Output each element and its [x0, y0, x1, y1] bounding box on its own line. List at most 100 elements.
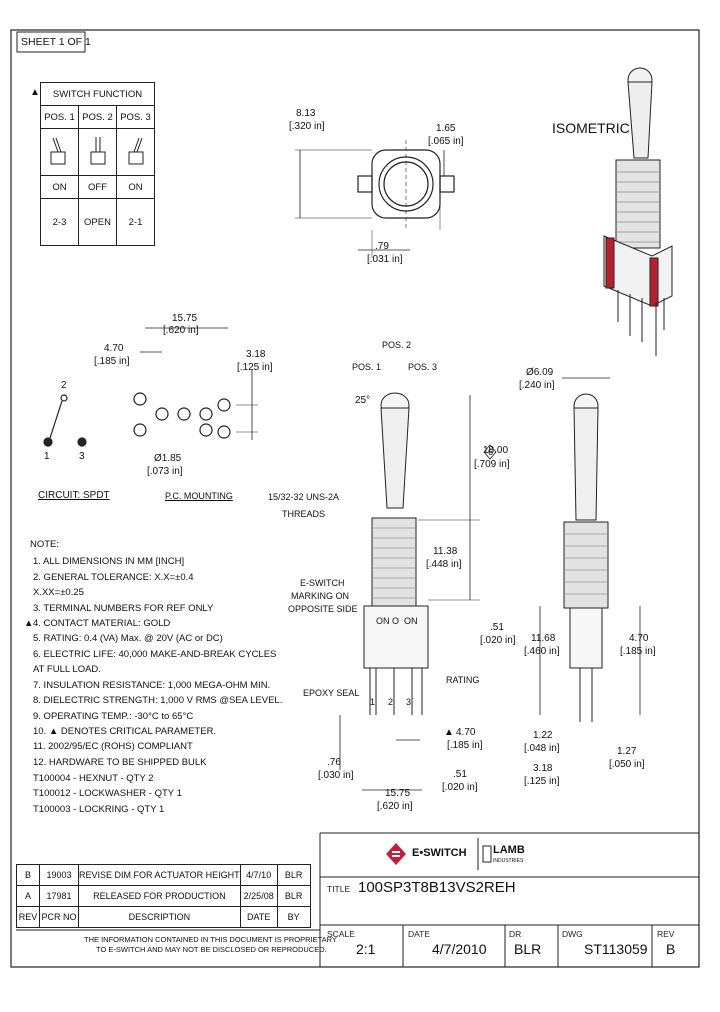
side-dim-122-in: [.048 in]	[524, 743, 560, 754]
switch-conn-3: 2-1	[116, 198, 155, 246]
dwg-value: ST113059	[584, 941, 648, 957]
pc-dim-row: 3.18	[246, 349, 266, 360]
note-3: X.XX=±0.25	[33, 587, 84, 598]
title-block-lines	[16, 832, 699, 967]
front-threads-1: 15/32-32 UNS-2A	[268, 492, 340, 502]
brand2-sub: INDUSTRIES	[493, 858, 524, 864]
dim-tab-in: [.065 in]	[428, 136, 464, 147]
front-pos1: POS. 1	[352, 362, 382, 372]
circuit-pin-2: 2	[61, 380, 67, 391]
circuit-diagram	[43, 394, 87, 447]
side-dim-dia-in: [.240 in]	[519, 380, 555, 391]
title-value: 100SP3T8B13VS2REH	[358, 879, 516, 896]
switch-pos-1: POS. 1	[40, 105, 79, 129]
brand2-name: LAMB	[493, 844, 525, 856]
front-pin-3: 3	[406, 697, 412, 707]
note-1: 1. ALL DIMENSIONS IN MM [INCH]	[33, 556, 185, 567]
front-eswitch-2: MARKING ON	[291, 591, 350, 601]
front-eswitch-1: E-SWITCH	[300, 578, 345, 588]
desc-cell: RELEASED FOR PRODUCTION	[78, 885, 241, 907]
pc-dim-pitch: 4.70	[104, 343, 124, 354]
front-pos2: POS. 2	[382, 340, 412, 350]
revision-row: A 17981 RELEASED FOR PRODUCTION 2/25/08 …	[16, 885, 311, 907]
note-12: 10. ▲ DENOTES CRITICAL PARAMETER.	[33, 726, 217, 737]
front-dim-pin: .51	[490, 622, 504, 633]
pc-mounting-label: P.C. MOUNTING	[165, 491, 233, 501]
side-dim-318: 3.18	[533, 763, 553, 774]
switch-state-3: ON	[116, 175, 155, 199]
title-label: TITLE	[327, 884, 351, 894]
side-dim-470-in: [.185 in]	[620, 646, 656, 657]
proprietary-line-1: THE INFORMATION CONTAINED IN THIS DOCUME…	[84, 935, 337, 944]
dim-gap: .79	[375, 241, 389, 252]
front-critical-icon: ▲	[444, 727, 454, 738]
front-dim-bushing: 11.38	[433, 546, 458, 557]
pcr-header: PCR NO	[39, 906, 79, 928]
side-dim-127: 1.27	[617, 746, 637, 757]
by-cell: BLR	[276, 885, 311, 907]
front-epoxy: EPOXY SEAL	[303, 688, 360, 698]
dim-gap-in: [.031 in]	[367, 254, 403, 265]
front-dim-470: 4.70	[456, 727, 476, 738]
rev-cell: B	[16, 864, 40, 886]
switch-pos-3: POS. 3	[116, 105, 155, 129]
front-dim-076: .76	[327, 757, 341, 768]
note-0: NOTE:	[30, 539, 60, 550]
switch-function-table: SWITCH FUNCTION POS. 1 POS. 2 POS. 3 ON …	[40, 82, 155, 246]
side-dim-1168: 11.68	[531, 633, 556, 644]
switch-conn-2: OPEN	[78, 198, 117, 246]
dim-width: 8.13	[296, 108, 316, 119]
rev-cell: A	[16, 885, 40, 907]
switch-state-2: OFF	[78, 175, 117, 199]
front-pin-1: 1	[370, 697, 376, 707]
note-5: 4. CONTACT MATERIAL: GOLD	[33, 618, 171, 629]
front-threads-2: THREADS	[282, 509, 326, 519]
front-angle: 25°	[355, 395, 371, 406]
revision-table: B 19003 REVISE DIM FOR ACTUATOR HEIGHT 4…	[16, 864, 311, 928]
pc-dim-hole-in: [.073 in]	[147, 466, 183, 477]
note-2: 2. GENERAL TOLERANCE: X.X=±0.4	[33, 572, 194, 583]
side-dim-122: 1.22	[533, 730, 553, 741]
side-dim-318-in: [.125 in]	[524, 776, 560, 787]
front-case-on-left: ON	[376, 616, 390, 626]
rev-value: B	[666, 941, 676, 957]
note-17: T100003 - LOCKRING - QTY 1	[33, 804, 165, 815]
eswitch-logo-icon	[386, 843, 406, 865]
front-pin-2: 2	[388, 697, 394, 707]
front-dim-076-in: [.030 in]	[318, 770, 354, 781]
pcr-cell: 17981	[39, 885, 79, 907]
note-11: 9. OPERATING TEMP.: -30°C to 65°C	[33, 711, 194, 722]
side-dim-127-in: [.050 in]	[609, 759, 645, 770]
note-14: 12. HARDWARE TO BE SHIPPED BULK	[33, 757, 207, 768]
pcr-cell: 19003	[39, 864, 79, 886]
front-dim-height-in: [.709 in]	[474, 459, 510, 470]
sheet-label: SHEET 1 OF 1	[21, 36, 91, 48]
note-critical-icon: ▲	[24, 618, 34, 629]
circuit-pin-1: 1	[44, 451, 50, 462]
revision-row: B 19003 REVISE DIM FOR ACTUATOR HEIGHT 4…	[16, 864, 311, 886]
front-case-on-right: ON	[404, 616, 418, 626]
circuit-label: CIRCUIT: SPDT	[38, 490, 110, 501]
note-9: 7. INSULATION RESISTANCE: 1,000 MEGA-OHM…	[33, 680, 271, 691]
isometric-label: ISOMETRIC	[552, 120, 630, 136]
desc-cell: REVISE DIM FOR ACTUATOR HEIGHT	[78, 864, 241, 886]
date-cell: 2/25/08	[239, 885, 278, 907]
front-rating: RATING	[446, 675, 480, 685]
top-view-drawing	[295, 140, 455, 258]
isometric-drawing	[603, 67, 673, 356]
note-13: 11. 2002/95/EC (ROHS) COMPLIANT	[33, 741, 193, 752]
front-dim-470-in: [.185 in]	[447, 740, 483, 751]
front-dim-height: 18.00	[483, 445, 509, 456]
by-cell: BLR	[276, 864, 311, 886]
pc-dim-hole: Ø1.85	[154, 453, 182, 464]
pc-dim-span-in: [.620 in]	[163, 325, 199, 336]
date-header: DATE	[239, 906, 278, 928]
front-view-drawing	[339, 392, 497, 791]
pc-dim-pitch-in: [.185 in]	[94, 356, 130, 367]
circuit-pin-3: 3	[79, 451, 85, 462]
date-cell: 4/7/10	[239, 864, 278, 886]
pc-dim-span: 15.75	[172, 313, 198, 324]
rev-header: REV	[16, 906, 40, 928]
dim-width-in: [.320 in]	[289, 121, 325, 132]
